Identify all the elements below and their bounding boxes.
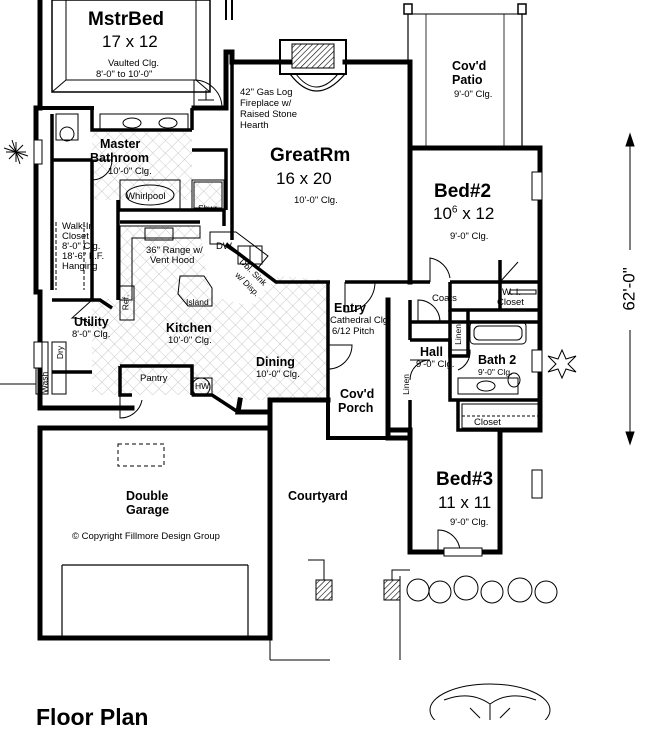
utility-ceiling: 8'-0" Clg. xyxy=(72,329,111,340)
ref-label: Ref. xyxy=(120,294,131,311)
bed2-size: 106 x 12 xyxy=(433,204,495,223)
coats-label: Coats xyxy=(432,293,457,304)
patio-and-porch xyxy=(61,3,527,661)
mstr-bed-ceiling: Vaulted Clg. xyxy=(108,58,160,69)
master-bath-name: Master xyxy=(100,137,141,151)
shrubs xyxy=(406,575,558,604)
great-rm-ceiling: 10'-0" Clg. xyxy=(294,195,338,206)
walk-in-line3: 8'-0" Clg. xyxy=(62,241,101,252)
posts xyxy=(308,559,410,601)
overall-dimension: 62'-0" xyxy=(619,267,639,311)
fixtures xyxy=(35,39,539,429)
walk-in-line4: 18'-6" L.F. xyxy=(62,251,105,262)
bed2-ceiling: 9'-0" Clg. xyxy=(450,231,489,242)
hw-label: HW xyxy=(195,381,210,391)
mstr-bed-name: MstrBed xyxy=(88,9,165,30)
walk-in-line1: Walk-In xyxy=(62,221,94,232)
kitchen-ceiling: 10'-0" Clg. xyxy=(168,335,212,346)
range-label: 36" Range w/ xyxy=(146,245,203,256)
covd-porch-name-2: Porch xyxy=(338,401,374,415)
landscaping xyxy=(0,139,577,720)
great-rm-name: GreatRm xyxy=(270,145,351,166)
fireplace-line2: Fireplace w/ xyxy=(240,98,292,109)
covd-porch-name: Cov'd xyxy=(340,387,375,401)
fireplace-line1: 42" Gas Log xyxy=(240,87,293,98)
wl-closet-line2: Closet xyxy=(497,297,524,308)
covd-patio-ceiling: 9'-0" Clg. xyxy=(454,89,493,100)
bath2-closet-label: Closet xyxy=(474,417,501,428)
garage-name: Double xyxy=(126,489,169,503)
walk-in-line2: Closet xyxy=(62,231,89,242)
covd-patio-name-2: Patio xyxy=(452,73,483,87)
plant-left xyxy=(3,139,29,165)
garage-name-2: Garage xyxy=(126,503,170,517)
page-title: Floor Plan xyxy=(36,704,149,730)
washer-label: Wash xyxy=(39,371,50,394)
fireplace-line3: Raised Stone xyxy=(240,109,298,120)
island-label: Island xyxy=(186,297,209,307)
utility-name: Utility xyxy=(74,315,109,329)
bed3-name: Bed#3 xyxy=(436,469,494,490)
wl-closet-line1: W. I. xyxy=(502,287,521,298)
bath2-ceiling: 9'-0" Clg. xyxy=(478,367,513,377)
bed3-size: 11 x 11 xyxy=(438,493,492,512)
dining-ceiling: 10'-0" Clg. xyxy=(256,369,300,380)
covd-patio-name: Cov'd xyxy=(452,59,487,73)
doors xyxy=(70,79,519,553)
windows xyxy=(33,139,543,557)
entry-pitch: 6/12 Pitch xyxy=(332,326,375,337)
mstr-bed-ceiling-range: 8'-0" to 10'-0" xyxy=(96,69,153,80)
mstr-bed-size: 17 x 12 xyxy=(102,32,158,51)
hall-name: Hall xyxy=(420,345,443,359)
entry-name: Entry xyxy=(334,301,366,315)
linen-label-1: Linen xyxy=(452,324,463,345)
courtyard-name: Courtyard xyxy=(288,489,348,503)
entry-ceiling: Cathedral Clg. xyxy=(330,315,391,326)
shower-label: Shwr. xyxy=(198,203,220,213)
whirlpool-label: Whirlpool xyxy=(126,191,166,202)
great-rm-size: 16 x 20 xyxy=(276,169,332,188)
dining-name: Dining xyxy=(256,355,295,369)
tree xyxy=(429,683,551,720)
dw-label: DW xyxy=(216,241,232,252)
interior-walls xyxy=(50,62,540,432)
walk-in-line5: Hanging xyxy=(62,261,98,272)
dimension-line xyxy=(625,132,635,446)
copyright-notice: © Copyright Fillmore Design Group xyxy=(72,531,220,542)
hall-ceiling: 9'-0" Clg. xyxy=(416,359,455,370)
plant-right xyxy=(547,348,577,380)
bath2-name: Bath 2 xyxy=(478,353,517,367)
vent-hood-label: Vent Hood xyxy=(150,255,195,266)
tiled-floors xyxy=(92,132,328,400)
bed3-ceiling: 9'-0" Clg. xyxy=(450,517,489,528)
master-bath-name-2: Bathroom xyxy=(90,151,150,165)
master-bath-ceiling: 10'-0" Clg. xyxy=(108,166,152,177)
pantry-label: Pantry xyxy=(140,373,168,384)
fireplace-line4: Hearth xyxy=(240,120,269,131)
dryer-label: Dry xyxy=(55,345,66,360)
linen-label-2: Linen xyxy=(400,374,411,395)
kitchen-name: Kitchen xyxy=(166,321,212,335)
bed2-name: Bed#2 xyxy=(434,181,492,202)
mstr-bed-ceiling xyxy=(51,0,233,93)
